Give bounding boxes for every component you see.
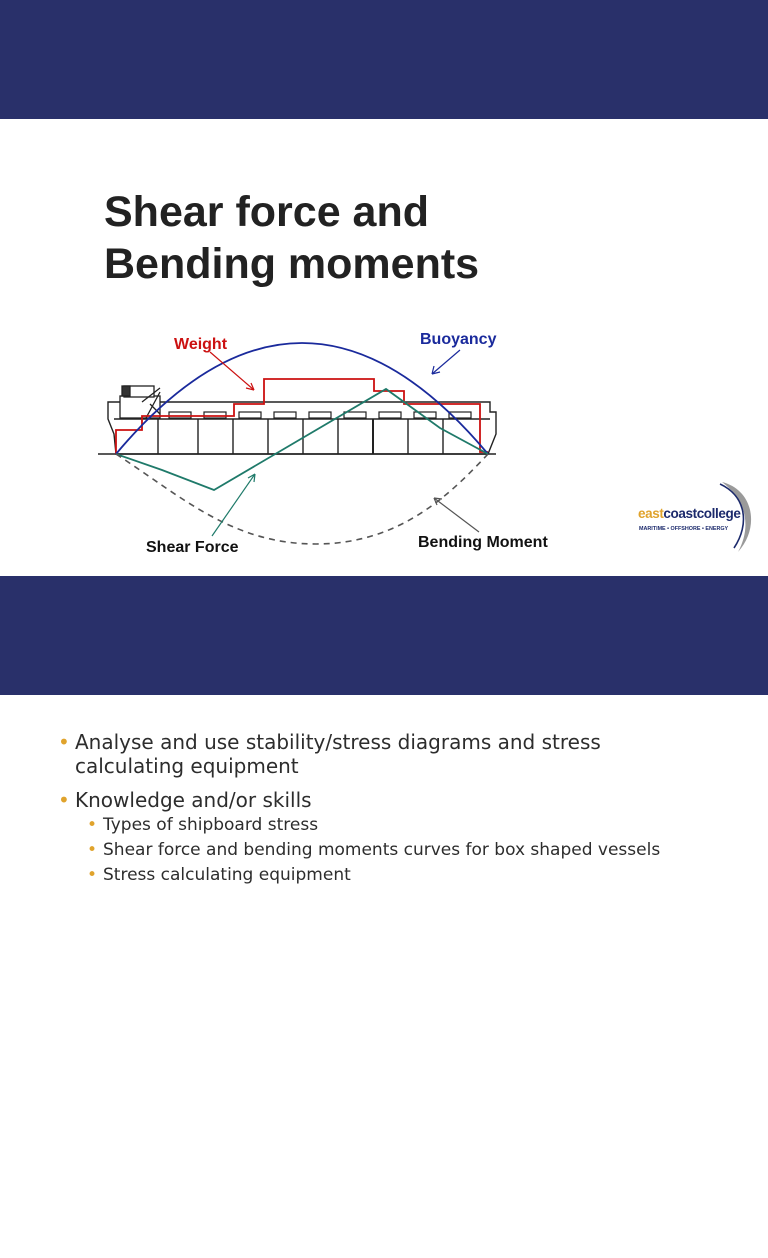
label-arrows [209,349,480,537]
hold-bulkheads [157,419,444,454]
slide-title-line-2: Bending moments [104,240,480,288]
weight-label: Weight [174,336,228,353]
ship-superstructure [119,385,161,419]
header-band [0,0,768,119]
buoyancy-label: Buoyancy [420,331,497,348]
sub-bullet-list: Types of shipboard stress Shear force an… [87,816,668,886]
outcome-bullet-list: Analyse and use stability/stress diagram… [58,730,668,895]
svg-text:eastcoastcollege: eastcoastcollege [638,506,741,521]
logo-college: college [697,506,742,521]
logo-swoosh [722,482,752,552]
buoyancy-curve [115,342,489,455]
outcome-band: Outcome 3 [0,576,768,1254]
bending-moment-curve [115,453,489,545]
sub-bullet-item: Stress calculating equipment [87,866,668,886]
logo-tagline: MARITIME • OFFSHORE • ENERGY [639,526,729,532]
slide-title: Shear force and Bending moments [104,186,479,290]
slide-title-line-1: Shear force and [104,188,429,236]
hatch-covers [168,411,472,419]
shear-force-bending-moment-diagram: Weight Buoyancy Shear Force Bending Mome… [98,331,548,556]
shear-force-label: Shear Force [146,539,239,556]
bullet-item: Analyse and use stability/stress diagram… [58,730,668,778]
sub-bullet-item: Types of shipboard stress [87,816,668,836]
logo-east: east [638,506,664,521]
sub-bullet-item: Shear force and bending moments curves f… [87,841,668,861]
bending-moment-label: Bending Moment [418,534,548,551]
outcome-heading: Outcome 3 [62,1221,233,1254]
bullet-item-knowledge: Knowledge and/or skills Types of shipboa… [58,788,668,885]
logo-coast: coast [663,506,697,521]
east-coast-college-logo: eastcoastcollege MARITIME • OFFSHORE • E… [638,482,752,552]
shear-force-curve [115,387,489,491]
bullet-item-label: Knowledge and/or skills [75,788,312,812]
